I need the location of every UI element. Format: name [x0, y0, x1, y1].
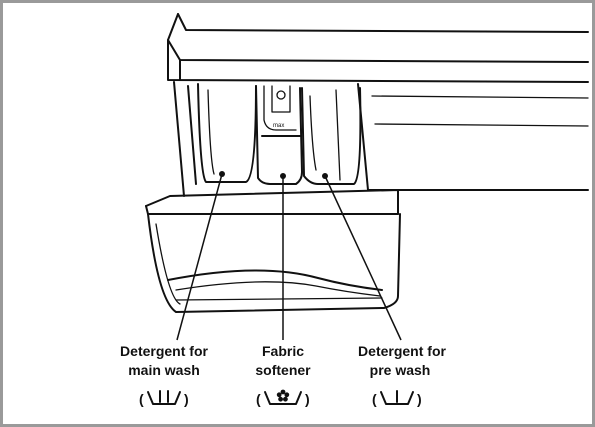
main-wash-symbol-open: (	[139, 391, 144, 407]
main-wash-label: Detergent for main wash ( )	[120, 343, 208, 407]
machine-top-panel	[167, 13, 589, 83]
fabric-softener-compartment: max	[255, 85, 303, 185]
main-wash-label-line2: main wash	[128, 362, 200, 378]
fabric-softener-label: Fabric softener ( )	[255, 343, 311, 407]
machine-right-housing	[357, 83, 589, 191]
drawer-compartments: max	[197, 83, 362, 185]
main-wash-leader-line	[176, 173, 223, 341]
fabric-softener-symbol-close: )	[305, 391, 310, 407]
main-wash-symbol-close: )	[184, 391, 189, 407]
max-fill-mark: max	[273, 123, 284, 129]
leader-lines	[176, 171, 402, 341]
pre-wash-symbol-close: )	[417, 391, 422, 407]
pre-wash-label-line1: Detergent for	[358, 343, 446, 359]
drawer-cavity-left-wall	[173, 81, 197, 197]
pre-wash-symbol-open: (	[372, 391, 377, 407]
drawer-front-handle[interactable]	[145, 189, 401, 313]
pre-wash-tub-one-bar-icon	[380, 390, 414, 405]
main-wash-compartment	[197, 83, 257, 183]
main-wash-label-line1: Detergent for	[120, 343, 208, 359]
pre-wash-compartment	[301, 87, 362, 185]
fabric-softener-label-line2: softener	[255, 362, 311, 378]
pre-wash-label: Detergent for pre wash ( )	[358, 343, 446, 407]
fabric-softener-label-line1: Fabric	[262, 343, 304, 359]
pre-wash-label-line2: pre wash	[370, 362, 431, 378]
pre-wash-leader-line	[324, 175, 402, 341]
fabric-softener-symbol-open: (	[256, 391, 261, 407]
fabric-softener-flower-tub-icon	[264, 389, 302, 405]
main-wash-tub-two-bars-icon	[147, 390, 181, 405]
